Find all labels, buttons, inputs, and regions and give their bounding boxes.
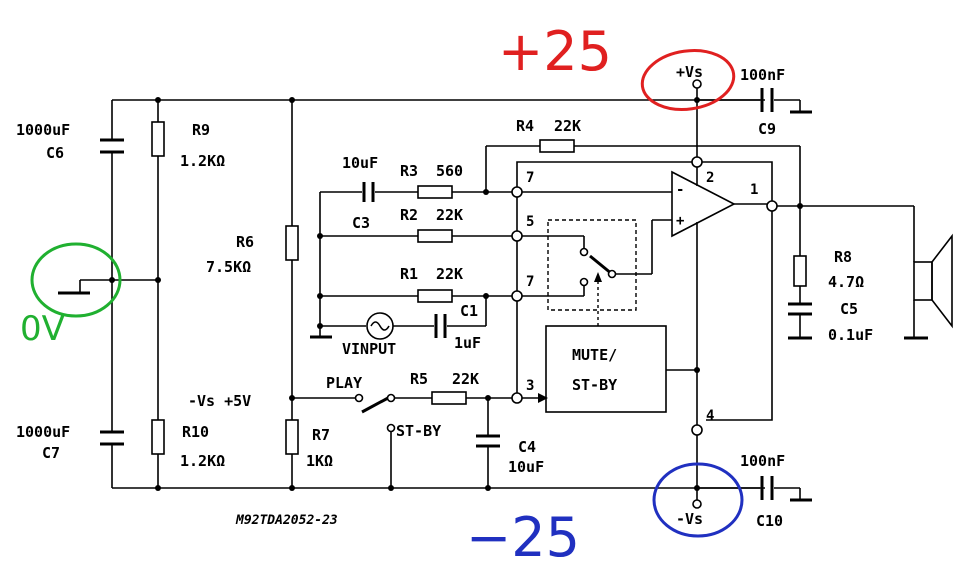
c1-name: C1 [460,302,478,320]
r9-name: R9 [192,121,210,139]
internal-switch [522,219,637,326]
pin-4: 4 [706,408,714,424]
supply-decoupling [692,79,812,509]
input-network [310,182,514,340]
plus-vs-circle [640,49,736,111]
c5-value: 0.1uF [828,326,873,344]
vs-5v-label: -Vs +5V [188,392,251,410]
r5-name: R5 [410,370,428,388]
annotations: +25 −25 0V [20,20,744,569]
pin-3: 3 [526,378,534,394]
svg-text:+: + [676,213,684,229]
r10-name: R10 [182,423,209,441]
standby-label: ST-BY [396,422,441,440]
minus-vs-circle [652,462,744,538]
r2-value: 22K [436,206,463,224]
r1-name: R1 [400,265,418,283]
c6-value: 1000uF [16,121,70,139]
pin-2: 2 [706,170,714,186]
op-amp: - + [522,97,767,491]
c4-name: C4 [518,438,536,456]
r7-value: 1KΩ [306,452,333,470]
r1-value: 22K [436,265,463,283]
c3-value: 10uF [342,154,378,172]
left-column [58,97,165,491]
r4-name: R4 [516,117,534,135]
pin-numbers: 7 5 7 3 2 1 4 [526,170,758,424]
r6-name: R6 [236,233,254,251]
annotation-plus-25: +25 [498,20,612,83]
reference-label: M92TDA2052-23 [235,513,338,528]
mute-label-line1: MUTE/ [572,346,617,364]
c6-name: C6 [46,144,64,162]
r9-value: 1.2KΩ [180,152,225,170]
vinput-label: VINPUT [342,340,396,358]
mute-standby-block: MUTE/ ST-BY [522,325,700,413]
c7-name: C7 [42,444,60,462]
r7-name: R7 [312,426,330,444]
r5-value: 22K [452,370,479,388]
c5-name: C5 [840,300,858,318]
r4-value: 22K [554,117,581,135]
svg-text:-: - [676,182,684,198]
c7-value: 1000uF [16,423,70,441]
r6-value: 7.5KΩ [206,258,251,276]
bias-divider [285,97,355,491]
misc-labels: +Vs -Vs VINPUT PLAY ST-BY -Vs +5V M92TDA… [188,63,703,528]
vs-negative-label: -Vs [676,510,703,528]
r2-name: R2 [400,206,418,224]
r8-name: R8 [834,248,852,266]
c3-name: C3 [352,214,370,232]
mute-label-line2: ST-BY [572,376,617,394]
annotation-minus-25: −25 [466,506,580,569]
annotation-0v: 0V [20,309,65,349]
c9-name: C9 [758,120,776,138]
c1-value: 1uF [454,334,481,352]
pin-6: 7 [526,170,534,186]
feedback-r4 [485,139,801,206]
c4-value: 10uF [508,458,544,476]
c10-name: C10 [756,512,783,530]
c9-value: 100nF [740,66,785,84]
c10-value: 100nF [740,452,785,470]
pin-5: 5 [526,214,534,230]
output-stage [777,203,953,340]
play-label: PLAY [326,374,362,392]
component-labels: 1000uF C6 1000uF C7 R9 1.2KΩ R10 1.2KΩ R… [16,66,873,530]
pin-1: 1 [750,182,758,198]
r3-name: R3 [400,162,418,180]
pin-7: 7 [526,274,534,290]
ground-circle [30,242,122,318]
r8-value: 4.7Ω [828,273,864,291]
vs-positive-label: +Vs [676,63,703,81]
r10-value: 1.2KΩ [180,452,225,470]
r3-value: 560 [436,162,463,180]
play-standby-switch [354,391,512,491]
